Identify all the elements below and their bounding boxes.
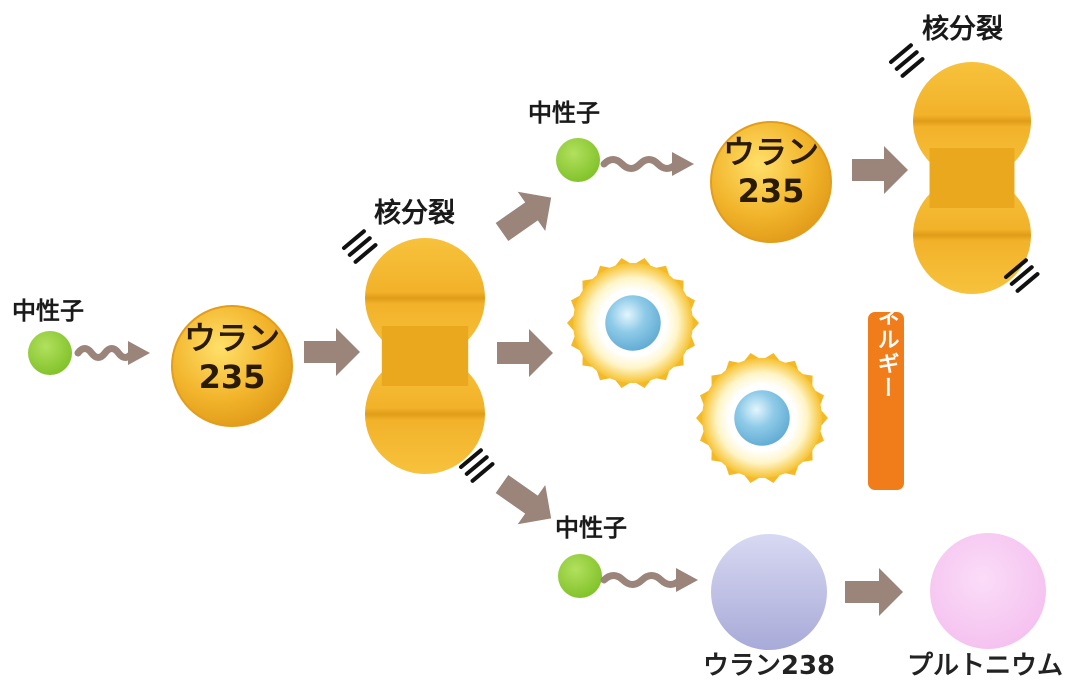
- block-arrow-to-heat-shape: [497, 329, 553, 377]
- uranium235-label-line2-top: 235: [738, 172, 805, 210]
- motion-marks-fission-top-lower: [1004, 258, 1040, 293]
- wavy-arrow-top-head: [672, 152, 694, 176]
- arrow-layer: [74, 146, 908, 616]
- neutron-particle-1: [556, 138, 600, 182]
- fission-nucleus-middle: [365, 238, 485, 474]
- fission-label-middle: 核分裂: [374, 197, 455, 229]
- motion-marks-fission-top-upper-stroke-1: [894, 50, 919, 71]
- fission-label-top: 核分裂: [922, 13, 1003, 45]
- fission-nucleus-top-waist: [929, 148, 1015, 208]
- motion-marks-fission-top-upper-stroke-2: [900, 57, 925, 78]
- block-arrow-to-heat: [497, 329, 553, 377]
- motion-marks-fission-middle-top-stroke-0: [342, 229, 366, 250]
- fission-nucleus-top: [913, 62, 1031, 294]
- motion-marks-fission-top-lower-stroke-0: [1004, 258, 1028, 279]
- wavy-arrow-bottom-line: [600, 572, 684, 588]
- motion-marks-fission-middle-top: [342, 229, 378, 264]
- uranium235-label-line1: ウラン: [184, 319, 280, 357]
- motion-mark-layer: [342, 43, 1040, 483]
- motion-marks-fission-middle-top-stroke-2: [353, 243, 378, 264]
- neutron-particle-2: [558, 554, 602, 598]
- wavy-arrow-start-head: [128, 341, 150, 365]
- thermal-energy-badge: [868, 312, 904, 490]
- uranium235-label-line2: 235: [199, 358, 266, 396]
- neutron-label-bottom: 中性子: [555, 514, 627, 542]
- motion-marks-fission-top-lower-stroke-2: [1015, 272, 1040, 293]
- block-arrow-to-fission: [304, 328, 360, 376]
- motion-marks-fission-top-lower-stroke-1: [1009, 265, 1034, 286]
- wavy-arrow-start-line: [74, 345, 136, 361]
- block-arrow-down-branch: [495, 474, 552, 525]
- motion-marks-fission-top-upper-stroke-0: [889, 43, 913, 64]
- heat-burst-lower: [696, 353, 828, 483]
- nucleon-layer: [28, 62, 1046, 650]
- uranium235-nucleus-1: [710, 121, 832, 243]
- wavy-arrow-top-line: [600, 156, 680, 172]
- uranium238-nucleus: [711, 534, 827, 650]
- motion-marks-fission-middle-top-stroke-1: [347, 236, 372, 257]
- plutonium-nucleus: [930, 533, 1046, 649]
- wavy-arrow-top: [600, 152, 694, 176]
- heat-burst-upper: [567, 258, 699, 388]
- block-arrow-to-top-fission: [852, 146, 908, 194]
- block-arrow-to-plutonium-shape: [845, 568, 903, 616]
- motion-marks-fission-middle-bottom-stroke-2: [470, 462, 495, 483]
- block-arrow-down-branch-shape: [495, 474, 552, 525]
- neutron-particle-0: [28, 331, 72, 375]
- wavy-arrow-bottom: [600, 568, 698, 592]
- motion-marks-fission-top-upper: [889, 43, 925, 78]
- heat-burst-upper-core: [605, 295, 661, 351]
- block-arrow-to-fission-shape: [304, 328, 360, 376]
- fission-nucleus-middle-waist: [381, 326, 469, 386]
- uranium235-nucleus-0: [171, 305, 293, 427]
- block-arrow-to-top-fission-shape: [852, 146, 908, 194]
- neutron-label-start: 中性子: [12, 297, 84, 325]
- block-arrow-up-branch: [495, 191, 552, 242]
- wavy-arrow-start: [74, 341, 150, 365]
- motion-marks-fission-middle-bottom: [459, 448, 495, 483]
- uranium238-label: ウラン238: [703, 651, 835, 681]
- uranium235-label-line1-top: ウラン: [723, 133, 819, 171]
- neutron-label-top: 中性子: [528, 99, 600, 127]
- block-arrow-up-branch-shape: [495, 191, 552, 242]
- wavy-arrow-bottom-head: [676, 568, 698, 592]
- motion-marks-fission-middle-bottom-stroke-0: [459, 448, 483, 469]
- block-arrow-to-plutonium: [845, 568, 903, 616]
- motion-marks-fission-middle-bottom-stroke-1: [464, 455, 489, 476]
- thermal-energy-label: 熱エネルギー: [874, 255, 900, 400]
- heat-burst-lower-core: [734, 390, 790, 446]
- plutonium-label: プルトニウム: [907, 651, 1063, 681]
